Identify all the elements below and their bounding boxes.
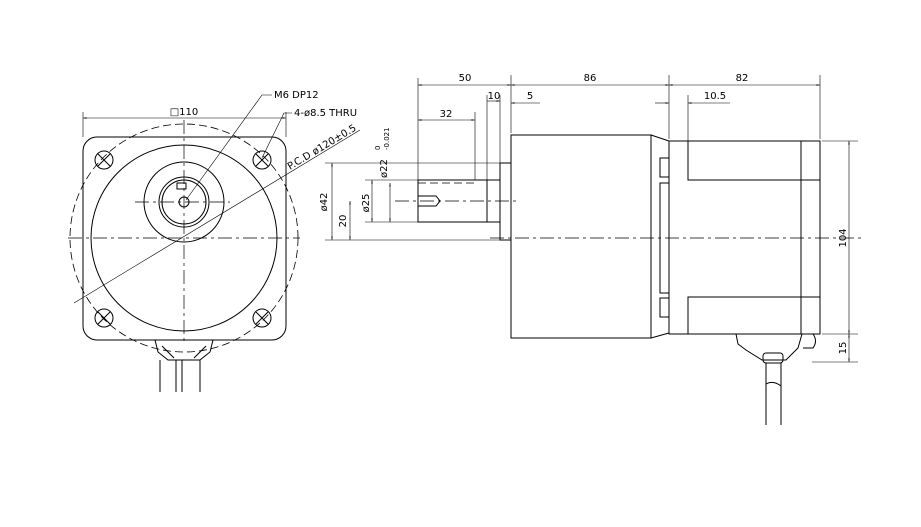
dim-10-5: 10.5 (704, 91, 726, 102)
motor-body (668, 140, 821, 335)
dim-104: 104 (838, 228, 849, 247)
dim-32: 32 (440, 109, 453, 120)
dim-22: ø22 (379, 159, 390, 178)
key (176, 182, 187, 190)
dim-42: ø42 (319, 193, 330, 212)
tap-label: M6 DP12 (274, 90, 319, 101)
dim-82: 82 (736, 73, 749, 84)
mount-holes (94, 150, 272, 328)
tol-22-upper: 0 (374, 146, 382, 150)
dim-20: 20 (338, 215, 349, 228)
pcd-label: P.C.D ø120±0.5 (286, 123, 359, 173)
connector (735, 333, 803, 361)
gearbox-body (510, 134, 652, 339)
dim-15: 15 (838, 342, 849, 355)
holes-label: 4-ø8.5 THRU (294, 108, 357, 119)
flange-square (82, 136, 287, 341)
front-view: □110 M6 DP12 4-ø8.5 THRU P.C.D ø120±0.5 (68, 90, 361, 392)
dim-25: ø25 (361, 194, 372, 213)
dim-5: 5 (527, 91, 533, 102)
square-dim-label: □110 (170, 107, 199, 118)
dim-50: 50 (459, 73, 472, 84)
dim-86: 86 (584, 73, 597, 84)
dim-10: 10 (488, 91, 501, 102)
side-view: 50 86 82 10 5 10.5 32 ø42 20 ø25 ø22 0 -… (319, 73, 862, 425)
tol-22-lower: -0.021 (383, 127, 391, 150)
